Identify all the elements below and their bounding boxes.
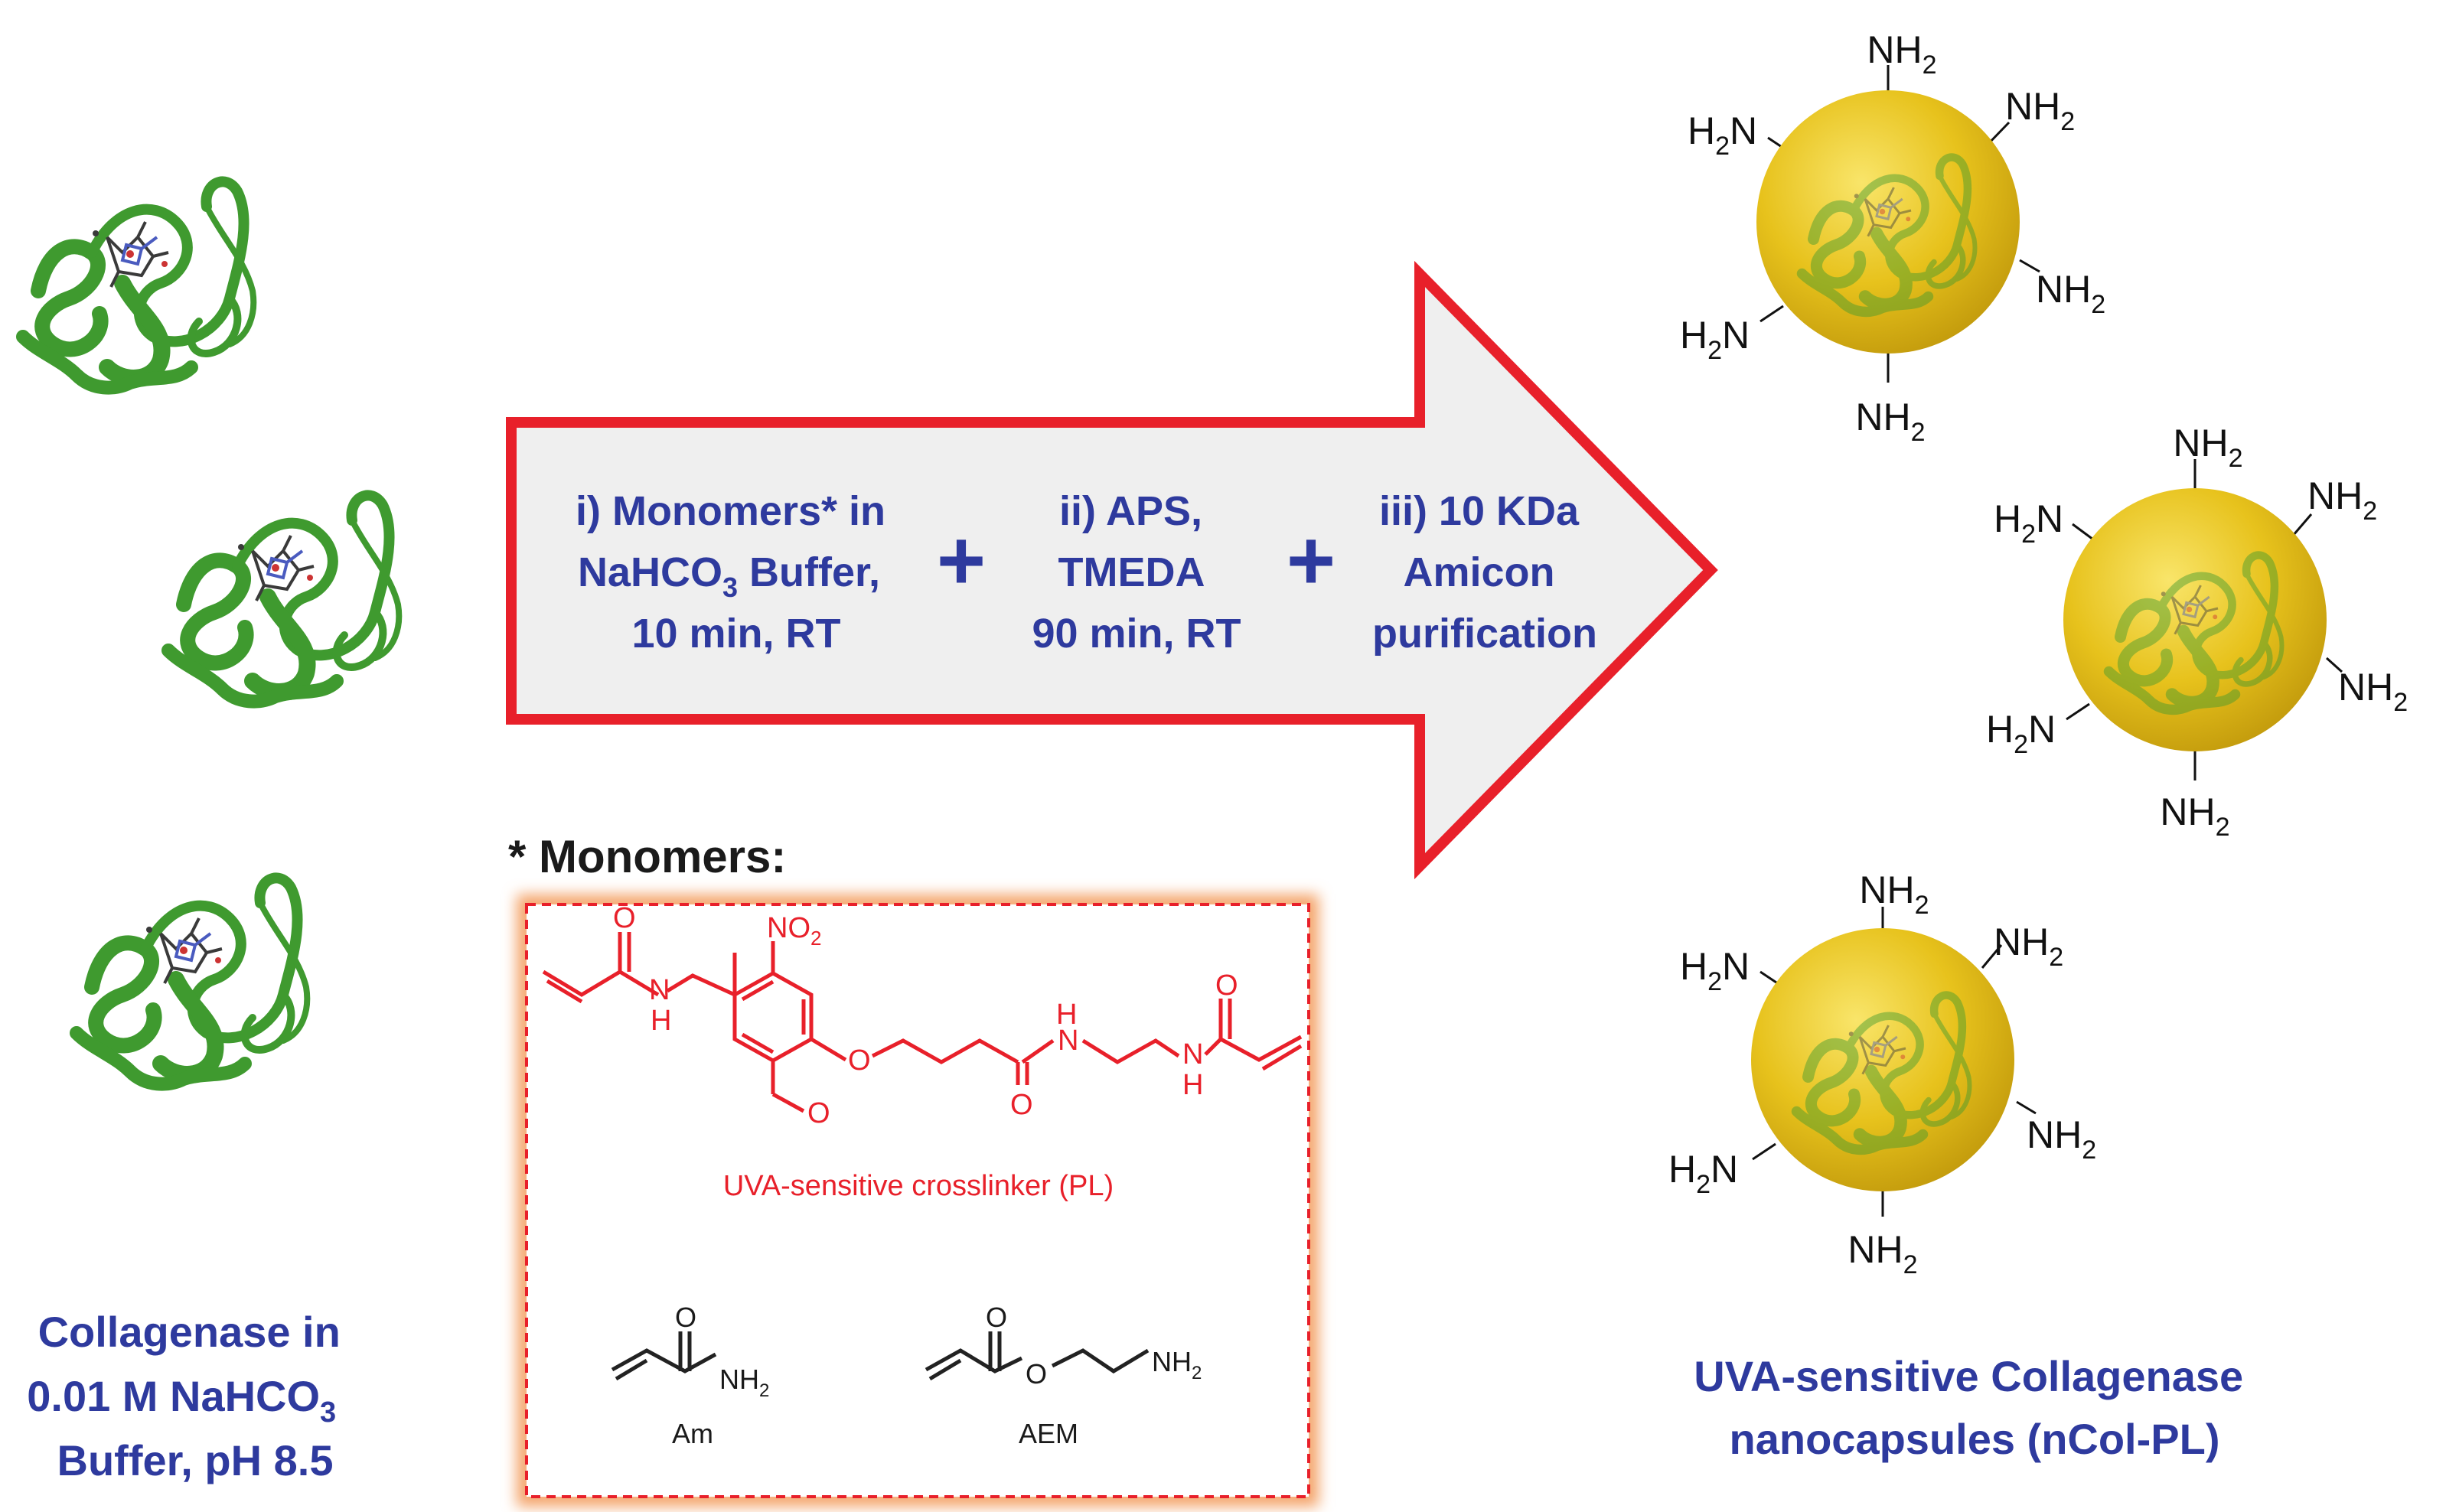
collagenase-structure-3 bbox=[77, 878, 307, 1083]
svg-text:N: N bbox=[1058, 1025, 1078, 1057]
step-3-text: iii) 10 KDa Amicon purification bbox=[1372, 488, 1597, 657]
svg-text:NH2: NH2 bbox=[1994, 921, 2063, 972]
crosslinker-label: UVA-sensitive crosslinker (PL) bbox=[723, 1170, 1114, 1202]
reaction-arrow bbox=[506, 260, 1718, 880]
svg-text:H2N: H2N bbox=[1680, 945, 1750, 996]
acrylamide-NH2: NH2 bbox=[719, 1364, 769, 1401]
svg-text:NH2: NH2 bbox=[2036, 268, 2105, 319]
svg-text:H2N: H2N bbox=[1668, 1148, 1738, 1199]
step-2-text: ii) APS, TMEDA 90 min, RT bbox=[1032, 488, 1241, 657]
crosslinker-structure bbox=[542, 932, 1303, 1113]
step-1-text: i) Monomers* in NaHCO3 Buffer, 10 min, R… bbox=[576, 488, 897, 657]
svg-text:H: H bbox=[1056, 999, 1077, 1031]
plus-sign-2: + bbox=[1287, 513, 1336, 608]
collagenase-structure-1 bbox=[23, 181, 253, 387]
nanocapsule-3: NH2 NH2 NH2 NH2 H2N H2N bbox=[1668, 868, 2096, 1279]
aem-O-carbonyl: O bbox=[986, 1302, 1007, 1333]
svg-text:O: O bbox=[807, 1097, 830, 1129]
svg-text:NH2: NH2 bbox=[2160, 790, 2229, 842]
svg-text:H: H bbox=[1182, 1069, 1203, 1101]
svg-text:NH2: NH2 bbox=[2005, 85, 2075, 136]
svg-text:H2N: H2N bbox=[1688, 109, 1757, 161]
svg-text:H2N: H2N bbox=[1994, 497, 2063, 549]
svg-text:H: H bbox=[651, 1005, 671, 1037]
svg-text:NH2: NH2 bbox=[1855, 396, 1925, 447]
svg-text:N: N bbox=[1182, 1038, 1203, 1070]
nanocapsule-1: NH2 NH2 NH2 NH2 H2N H2N bbox=[1680, 28, 2105, 447]
monomers-box bbox=[525, 903, 1310, 1498]
monomers-heading: * Monomers: bbox=[508, 831, 786, 882]
svg-text:H2N: H2N bbox=[1986, 708, 2056, 759]
svg-text:O: O bbox=[613, 902, 636, 934]
acrylamide-O: O bbox=[675, 1302, 696, 1333]
svg-text:NH2: NH2 bbox=[1867, 28, 1936, 80]
svg-text:NO2: NO2 bbox=[767, 912, 821, 950]
crosslinker-atom-labels: O N H NO2 O O O H N N H O bbox=[613, 902, 1238, 1129]
svg-text:N: N bbox=[649, 974, 670, 1006]
svg-text:NH2: NH2 bbox=[2338, 666, 2408, 717]
nanocapsule-2: NH2 NH2 NH2 NH2 H2N H2N bbox=[1986, 422, 2408, 842]
collagenase-structure-2 bbox=[168, 495, 399, 701]
svg-text:NH2: NH2 bbox=[2027, 1113, 2096, 1165]
svg-text:H2N: H2N bbox=[1680, 314, 1750, 365]
acrylamide-label: Am bbox=[672, 1418, 713, 1449]
aem-NH2: NH2 bbox=[1152, 1346, 1202, 1383]
collagenase-label: Collagenase in 0.01 M NaHCO3 Buffer, pH … bbox=[27, 1308, 352, 1484]
nanocapsule-label: UVA-sensitive Collagenase nanocapsules (… bbox=[1694, 1352, 2255, 1463]
acrylamide-structure bbox=[611, 1331, 717, 1381]
svg-text:NH2: NH2 bbox=[2173, 422, 2242, 473]
aem-structure bbox=[925, 1331, 1150, 1381]
plus-sign-1: + bbox=[937, 513, 986, 608]
aem-O-ester: O bbox=[1026, 1358, 1047, 1390]
svg-text:NH2: NH2 bbox=[1859, 868, 1929, 920]
svg-text:NH2: NH2 bbox=[1848, 1228, 1917, 1279]
svg-text:NH2: NH2 bbox=[2307, 474, 2377, 526]
svg-text:O: O bbox=[1010, 1089, 1033, 1121]
svg-text:O: O bbox=[848, 1044, 871, 1077]
aem-label: AEM bbox=[1019, 1418, 1078, 1449]
svg-text:O: O bbox=[1215, 969, 1238, 1002]
